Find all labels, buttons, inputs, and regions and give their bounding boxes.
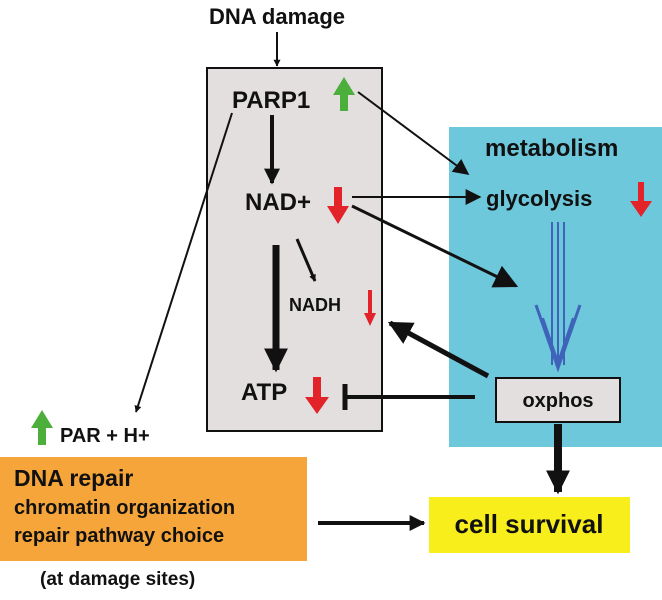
par-up-arrow-icon — [31, 410, 53, 445]
oxphos-box — [495, 377, 621, 423]
glycolysis-label: glycolysis — [486, 186, 592, 211]
par-h-label: PAR + H+ — [60, 425, 150, 447]
nad-label: NAD+ — [245, 189, 311, 216]
dna-repair-line1: chromatin organization — [14, 497, 235, 519]
nad-to-oxphos-arrow — [351, 204, 519, 288]
damage-sites-note: (at damage sites) — [40, 569, 195, 590]
oxphos-to-nadh-arrow — [387, 320, 490, 379]
dna-repair-line2: repair pathway choice — [14, 525, 224, 547]
atp-down-arrow-icon — [305, 377, 329, 414]
glycolysis-down-arrow-icon — [630, 182, 652, 217]
dna-damage-label: DNA damage — [209, 4, 345, 29]
glycolysis-to-oxphos-arrow — [534, 222, 582, 373]
cell-survival-box — [429, 497, 630, 553]
parp1-up-arrow-icon — [333, 77, 355, 111]
nad-down-arrow-icon — [327, 187, 349, 224]
metabolism-title: metabolism — [485, 135, 618, 162]
nad-to-nadh-arrow — [295, 238, 317, 282]
dna-repair-box — [0, 457, 307, 561]
cell-survival-label: cell survival — [455, 509, 604, 539]
nadh-label: NADH — [289, 295, 341, 315]
parp1-to-glycolysis-arrow — [357, 91, 470, 175]
parp1-label: PARP1 — [232, 87, 310, 114]
atp-label: ATP — [241, 379, 287, 406]
nadh-down-arrow-icon — [364, 290, 376, 326]
parp1-to-par-arrow — [134, 112, 233, 413]
dna-repair-title: DNA repair — [14, 465, 133, 491]
pathway-box — [206, 67, 383, 432]
oxphos-label: oxphos — [522, 390, 593, 412]
